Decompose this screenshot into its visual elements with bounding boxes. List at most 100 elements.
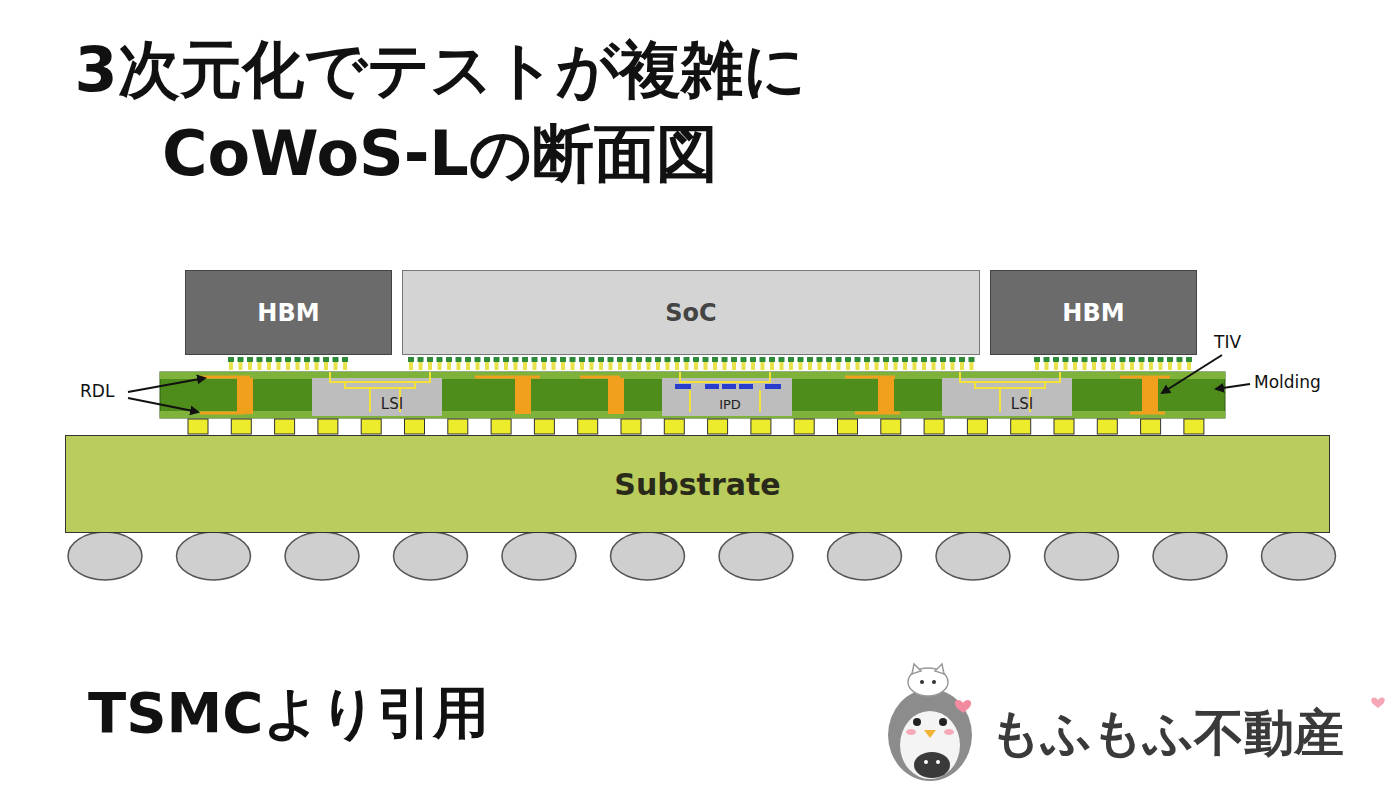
- micro-bump-pillar: [1092, 362, 1096, 370]
- micro-bump-pillar: [951, 362, 955, 370]
- micro-bump-pillar: [1035, 362, 1039, 370]
- micro-bump: [541, 357, 547, 362]
- micro-bump-pillar: [1073, 362, 1077, 370]
- micro-bump: [959, 357, 965, 362]
- micro-bump: [646, 357, 652, 362]
- micro-bump-pillar: [1111, 362, 1115, 370]
- micro-bump-pillar: [324, 362, 328, 370]
- c4-bump: [1054, 419, 1074, 434]
- c4-bump: [534, 419, 554, 434]
- micro-bump: [1158, 357, 1164, 362]
- micro-bump: [693, 357, 699, 362]
- micro-bump-pillar: [656, 362, 660, 370]
- c4-bump: [1141, 419, 1161, 434]
- micro-bump: [674, 357, 680, 362]
- micro-bump-pillar: [970, 362, 974, 370]
- c4-bump: [1011, 419, 1031, 434]
- micro-bump-pillar: [960, 362, 964, 370]
- micro-bump-pillar: [305, 362, 309, 370]
- callout-label: Molding: [1254, 372, 1321, 392]
- micro-bump: [475, 357, 481, 362]
- label-wrap: TIV: [1214, 332, 1241, 352]
- micro-bump-pillar: [1187, 362, 1191, 370]
- micro-bump: [1082, 357, 1088, 362]
- micro-bump: [617, 357, 623, 362]
- c4-bump: [708, 419, 728, 434]
- ipd-bar: [675, 384, 691, 389]
- micro-bump: [513, 357, 519, 362]
- micro-bump: [276, 357, 282, 362]
- mascot: [888, 664, 1385, 781]
- micro-bump-pillar: [1064, 362, 1068, 370]
- micro-bump: [323, 357, 329, 362]
- soc-die: SoC: [402, 270, 980, 355]
- solder-ball: [828, 532, 902, 580]
- micro-bump-pillar: [666, 362, 670, 370]
- micro-bump: [1101, 357, 1107, 362]
- micro-bump: [807, 357, 813, 362]
- micro-bumps: [228, 357, 1192, 370]
- micro-bump-pillar: [514, 362, 518, 370]
- micro-bump-pillar: [609, 362, 613, 370]
- micro-bump: [855, 357, 861, 362]
- hbm-die: HBM: [185, 270, 392, 355]
- micro-bump-pillar: [599, 362, 603, 370]
- solder-ball: [611, 532, 685, 580]
- micro-bump: [817, 357, 823, 362]
- micro-bump: [427, 357, 433, 362]
- solder-ball: [394, 532, 468, 580]
- tiv: [1142, 378, 1158, 414]
- micro-bump-pillar: [761, 362, 765, 370]
- micro-bump: [598, 357, 604, 362]
- solder-ball: [719, 532, 793, 580]
- micro-bump-pillar: [1130, 362, 1134, 370]
- watermark: もふもふ不動産: [990, 700, 1344, 767]
- hbm-die: HBM: [990, 270, 1197, 355]
- micro-bump: [893, 357, 899, 362]
- micro-bump-pillar: [495, 362, 499, 370]
- micro-bump: [1053, 357, 1059, 362]
- title: 3次元化でテストが複雑に CoWoS-Lの断面図: [0, 28, 880, 196]
- tiv: [515, 378, 531, 414]
- micro-bump: [342, 357, 348, 362]
- ipd-bar: [705, 384, 719, 389]
- micro-bump-pillar: [409, 362, 413, 370]
- micro-bump-pillar: [542, 362, 546, 370]
- micro-bump-pillar: [277, 362, 281, 370]
- micro-bump-pillar: [580, 362, 584, 370]
- label-wrap: もふもふ不動産: [990, 700, 1344, 767]
- micro-bump: [1129, 357, 1135, 362]
- solder-ball: [936, 532, 1010, 580]
- micro-bump-pillar: [229, 362, 233, 370]
- micro-bump: [1063, 357, 1069, 362]
- micro-bump: [446, 357, 452, 362]
- micro-bump: [731, 357, 737, 362]
- node-label: LSI: [1011, 395, 1033, 413]
- micro-bump: [437, 357, 443, 362]
- micro-bump: [257, 357, 263, 362]
- micro-bump-pillar: [922, 362, 926, 370]
- micro-bump: [931, 357, 937, 362]
- micro-bump: [484, 357, 490, 362]
- micro-bump-pillar: [913, 362, 917, 370]
- lsi-bridge: LSI: [1002, 393, 1042, 415]
- node-label: HBM: [257, 299, 319, 327]
- c4-bump: [621, 419, 641, 434]
- micro-bump: [750, 357, 756, 362]
- micro-bump: [589, 357, 595, 362]
- c4-bump: [491, 419, 511, 434]
- micro-bump-pillar: [428, 362, 432, 370]
- micro-bump-pillar: [239, 362, 243, 370]
- micro-bump-pillar: [447, 362, 451, 370]
- micro-bump-pillar: [457, 362, 461, 370]
- micro-bump: [722, 357, 728, 362]
- micro-bump: [798, 357, 804, 362]
- bridge-wiring: [330, 372, 1060, 412]
- micro-bump: [921, 357, 927, 362]
- micro-bump-pillar: [419, 362, 423, 370]
- micro-bump-pillar: [837, 362, 841, 370]
- micro-bump-pillar: [1168, 362, 1172, 370]
- micro-bump-pillar: [258, 362, 262, 370]
- micro-bump-pillar: [1178, 362, 1182, 370]
